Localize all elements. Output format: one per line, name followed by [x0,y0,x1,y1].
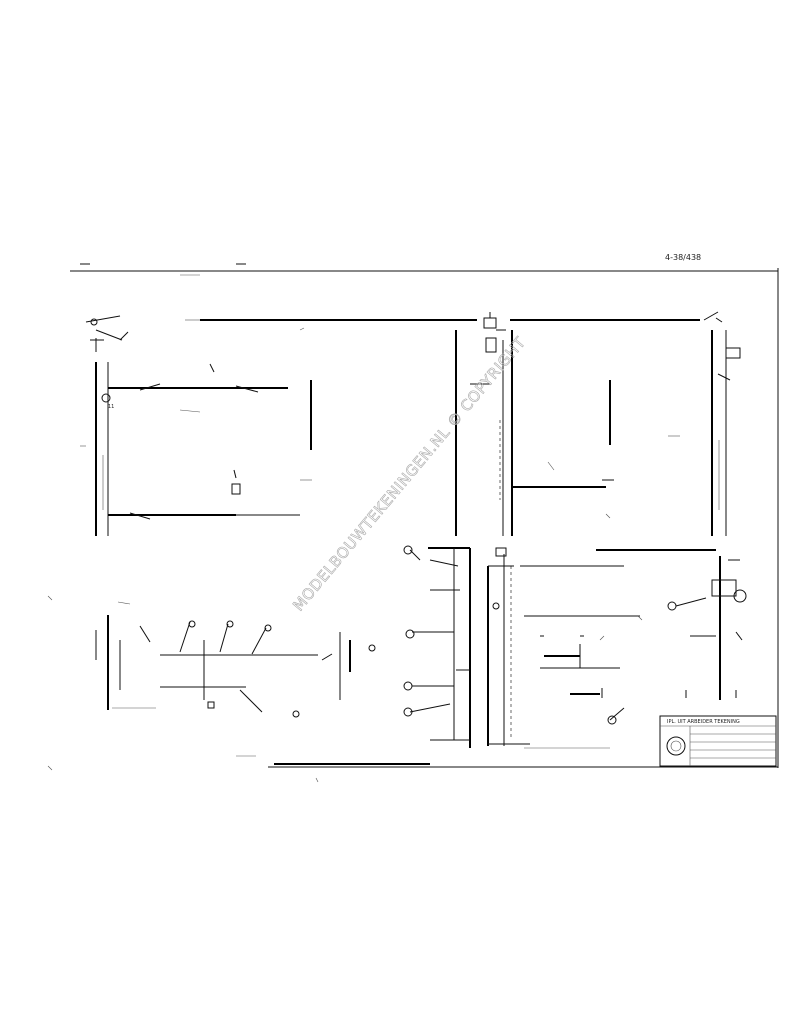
detail-bottom-left [47,595,376,771]
sheet-border [70,263,779,768]
detail-center-bottom [403,545,530,748]
bottom-marks [236,755,319,783]
title-block-logo [666,736,686,756]
left-frame: 11 [80,327,312,536]
svg-text:11: 11 [108,404,114,410]
detail-right-bottom [520,549,747,749]
title-block: IPL. UIT ARBEIDER TEKENING [659,715,777,767]
detail-top-left [85,315,129,352]
center-column [455,312,513,536]
watermark: MODELBOUWTEKENINGEN.NL © COPYRIGHT [289,333,529,614]
drawing-number: 4-38/438 [665,253,701,262]
right-frame [512,311,741,536]
title-line-1: IPL. UIT ARBEIDER TEKENING [667,719,740,725]
